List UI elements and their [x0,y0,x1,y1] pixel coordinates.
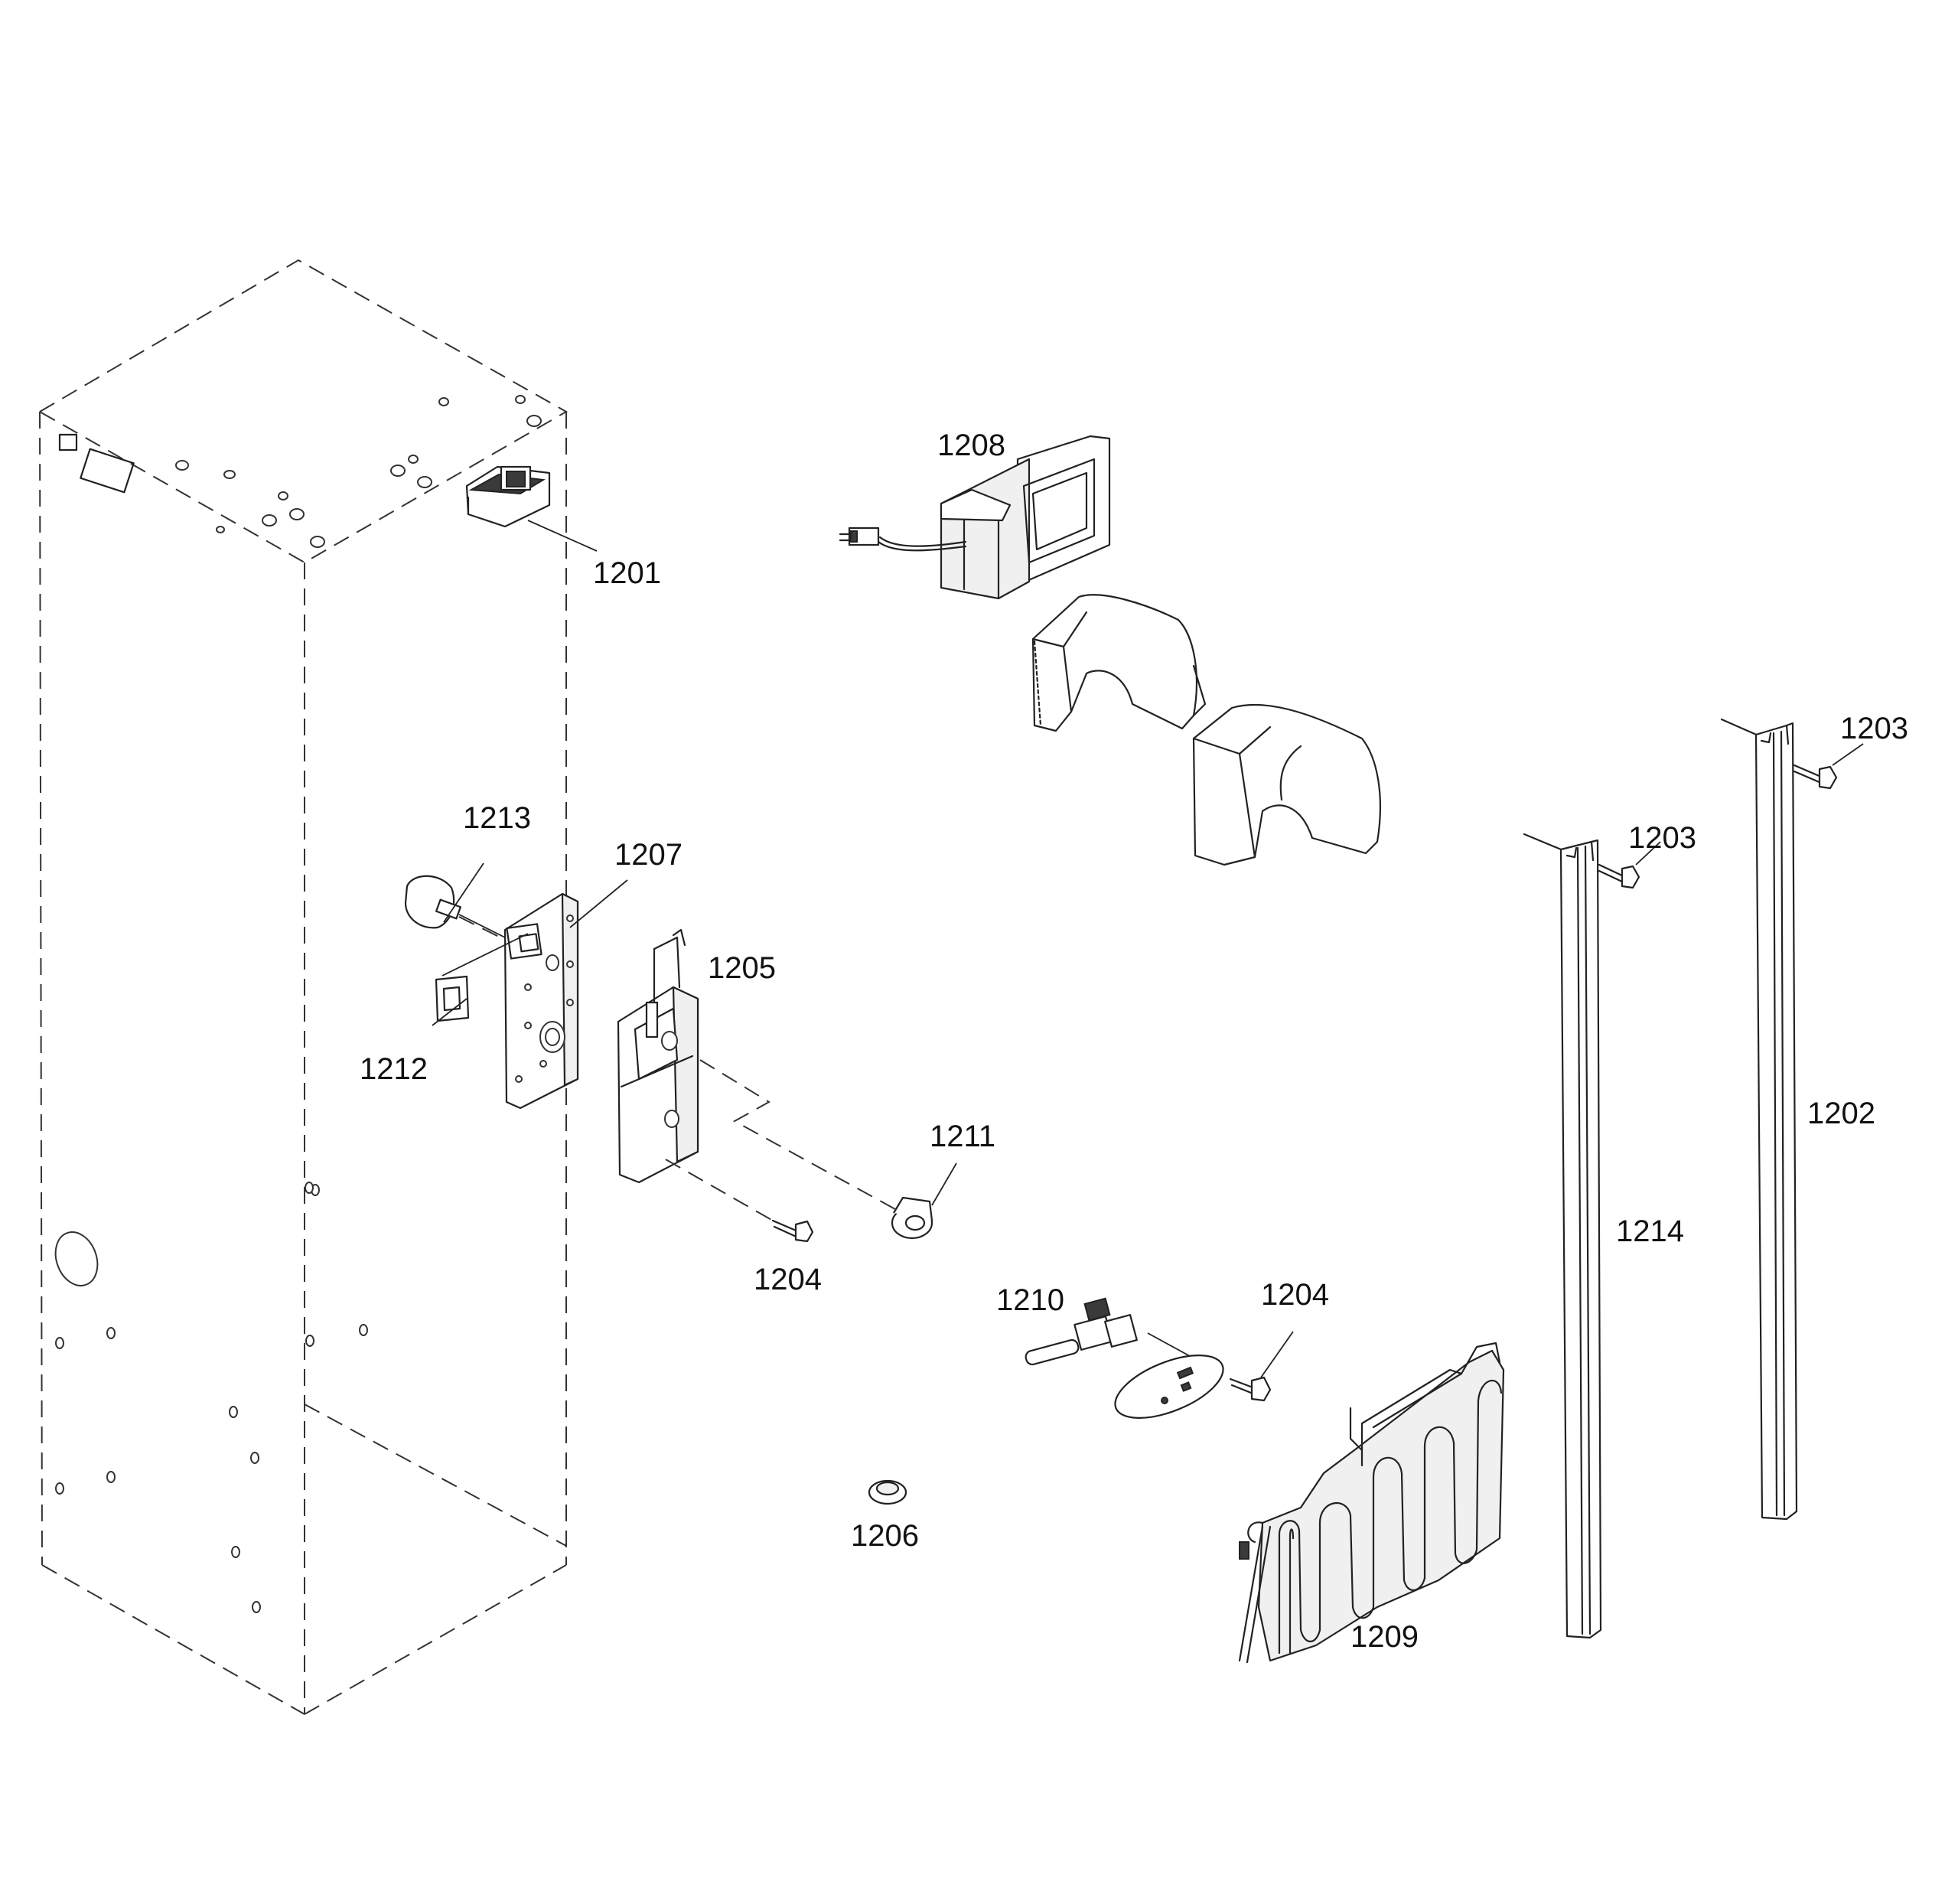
callout-1204: 1204 [1261,1278,1329,1312]
foam-insert-lower [1192,703,1382,866]
thermostat-bracket-part [617,928,699,1184]
callout-1210: 1210 [996,1283,1064,1317]
light-socket-part [465,465,551,528]
callout-1213: 1213 [463,801,531,835]
screw-part [1229,1376,1272,1402]
callout-1211: 1211 [930,1120,995,1153]
display-board-part [1114,1332,1224,1419]
screw-part [771,1219,814,1243]
square-pad-part [435,975,470,1022]
callout-1209: 1209 [1350,1620,1419,1654]
control-housing-part [839,435,1111,600]
cap-part [868,1479,907,1505]
callout-1207: 1207 [614,838,683,872]
assembly-lines [458,916,896,1221]
screw-part [1793,764,1838,790]
trim-strip-inner [1523,833,1602,1639]
callout-1205: 1205 [708,951,776,985]
callout-1206: 1206 [851,1519,919,1553]
callout-1203: 1203 [1840,712,1908,745]
foam-insert-upper [1031,594,1207,732]
callout-1204: 1204 [754,1263,822,1296]
callout-1201: 1201 [593,556,661,590]
callout-1214: 1214 [1616,1214,1684,1248]
evaporator-coil-part [1238,1342,1505,1664]
callout-1208: 1208 [937,429,1005,462]
temperature-sensor-part [1025,1297,1138,1366]
callout-1202: 1202 [1807,1097,1875,1130]
thermostat-plate-part [503,892,579,1110]
callout-labels: 1201 1208 1203 1203 1213 1207 1205 1212 … [360,429,1908,1654]
callout-1203: 1203 [1628,821,1696,855]
trim-strip-outer [1720,718,1798,1521]
callout-1212: 1212 [360,1052,428,1086]
leader-lines [432,520,1864,1378]
grommet-part [891,1196,933,1240]
screw-part [1598,863,1640,889]
knob-part [404,875,506,938]
